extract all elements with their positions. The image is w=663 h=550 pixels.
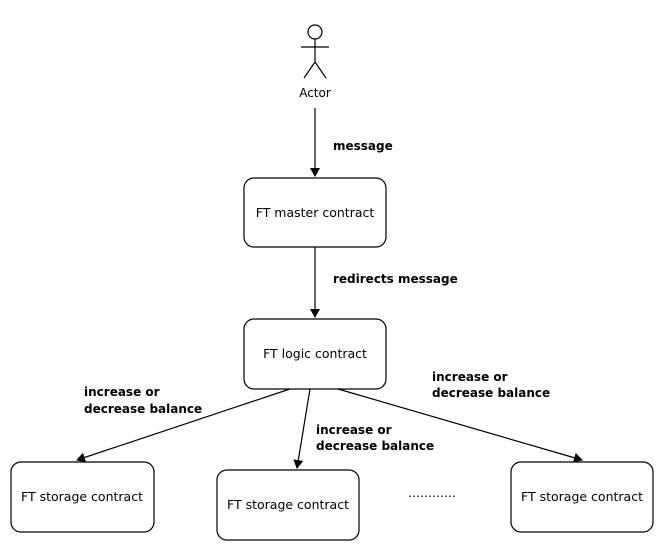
- ft-storage-contract-label-middle: FT storage contract: [227, 497, 349, 512]
- ft-storage-contract-label-right: FT storage contract: [521, 489, 643, 504]
- ft-logic-contract-box: FT logic contract: [243, 318, 387, 390]
- ft-logic-contract-label: FT logic contract: [263, 346, 367, 361]
- redirects-message-label: redirects message: [333, 272, 458, 286]
- ft-master-contract-label: FT master contract: [256, 205, 375, 220]
- ellipsis: ............: [408, 485, 456, 500]
- ft-storage-contract-box-middle: FT storage contract: [216, 469, 360, 541]
- actor-icon: [301, 24, 329, 79]
- middle-edge-label-line2: decrease balance: [316, 439, 434, 453]
- message-label: message: [333, 139, 393, 153]
- left-edge-label-line1: increase or: [84, 385, 160, 399]
- right-edge-label-line1: increase or: [432, 370, 508, 384]
- ft-master-contract-box: FT master contract: [243, 177, 387, 248]
- ft-storage-contract-box-left: FT storage contract: [10, 461, 155, 533]
- logic-to-left-storage-arrow: [76, 388, 291, 463]
- left-edge-label-line2: decrease balance: [84, 402, 202, 416]
- ft-storage-contract-label-left: FT storage contract: [21, 489, 143, 504]
- middle-edge-label-line1: increase or: [316, 423, 392, 437]
- right-edge-label-line2: decrease balance: [432, 386, 550, 400]
- logic-to-right-storage-arrow: [337, 388, 583, 463]
- logic-to-middle-storage-arrow: [293, 388, 311, 469]
- actor-label: Actor: [299, 86, 331, 100]
- ft-storage-contract-box-right: FT storage contract: [510, 461, 654, 533]
